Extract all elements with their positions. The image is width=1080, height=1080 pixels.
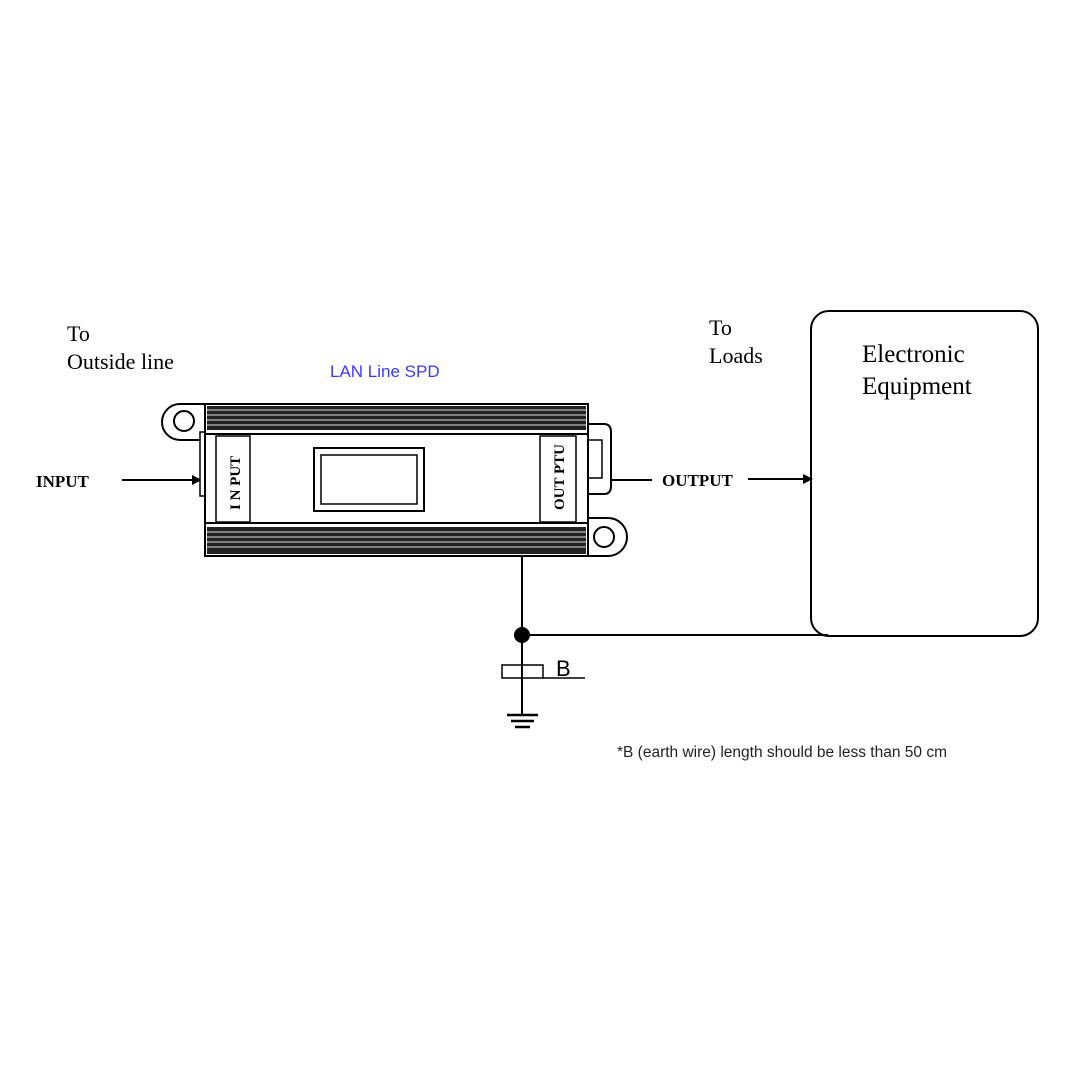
electronic-equipment-box: [810, 310, 1039, 637]
left-mount-hole: [173, 410, 195, 432]
output-panel: [539, 435, 577, 523]
bottom-ribbed-band: [207, 527, 586, 554]
device-name-label: LAN Line SPD: [330, 362, 440, 381]
input-panel-label: I N PUT: [228, 456, 244, 510]
earth-wire-length-marker: [501, 664, 544, 679]
junction-dot: [514, 627, 530, 643]
outside-line-label: Outside line: [67, 349, 174, 374]
output-connector-slot: [587, 439, 603, 479]
loads-to-label: To: [709, 315, 732, 340]
earth-note: *B (earth wire) length should be less th…: [617, 744, 947, 761]
loads-label: Loads: [709, 343, 763, 368]
input-panel: [215, 435, 251, 523]
output-panel-label: OUT PTU: [552, 444, 568, 510]
equipment-label-line1: Electronic: [862, 341, 965, 368]
earth-label: B: [556, 656, 571, 681]
outside-to-label: To: [67, 321, 90, 346]
input-label: INPUT: [36, 472, 90, 491]
spd-device: [161, 403, 628, 557]
equipment-label-line2: Equipment: [862, 373, 972, 400]
output-label: OUTPUT: [662, 471, 734, 490]
earth-wiring: [501, 556, 828, 729]
right-mount-hole: [593, 526, 615, 548]
